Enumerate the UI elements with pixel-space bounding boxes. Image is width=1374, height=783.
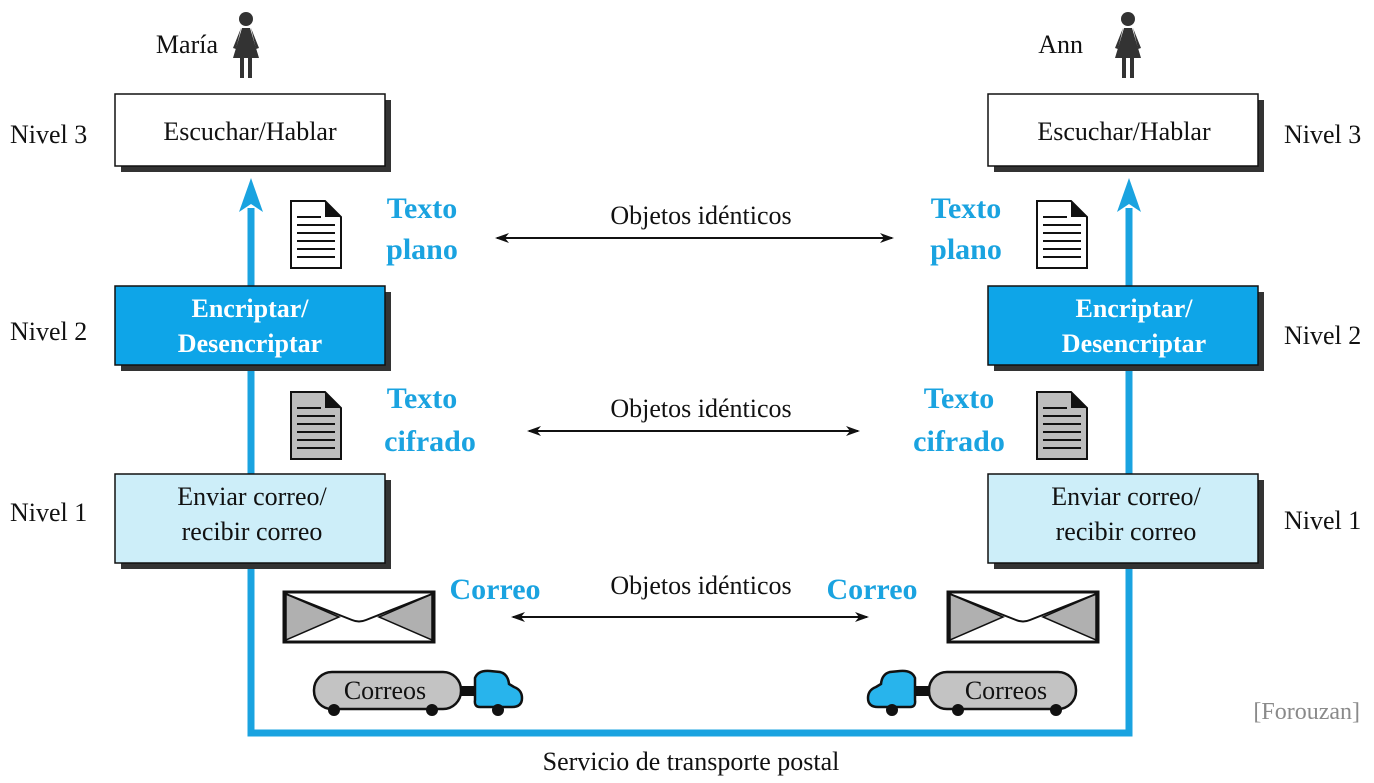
person-icon <box>1115 12 1141 78</box>
left-person-name: María <box>156 30 219 59</box>
person-icon <box>233 12 259 78</box>
document-icon <box>290 200 342 269</box>
right-level2-label: Nivel 2 <box>1284 321 1361 350</box>
identical-objects-label-bottom: Objetos idénticos <box>610 571 791 600</box>
right-level2-box <box>987 285 1259 366</box>
left-mail-label: Correo <box>449 573 540 606</box>
postal-transport-path <box>239 178 1141 737</box>
left-level3-label: Nivel 3 <box>10 120 87 149</box>
right-plaintext-line1: Texto <box>931 192 1002 225</box>
right-level1-line2: recibir correo <box>1056 517 1197 546</box>
left-ciphertext-line2: cifrado <box>384 425 476 458</box>
right-person-name: Ann <box>1038 30 1083 59</box>
envelope-icon <box>946 590 1100 644</box>
envelope-icon <box>282 590 436 644</box>
right-mail-label: Correo <box>826 573 917 606</box>
left-level2-line1: Encriptar/ <box>192 294 310 323</box>
upward-arrow-head-left <box>239 178 263 212</box>
left-level3-text: Escuchar/Hablar <box>163 117 337 146</box>
left-level2-box <box>114 285 386 366</box>
left-level1-line2: recibir correo <box>182 517 323 546</box>
right-ciphertext-line2: cifrado <box>913 425 1005 458</box>
document-icon <box>1036 200 1088 269</box>
left-level1-label: Nivel 1 <box>10 498 87 527</box>
cipher-document-icon <box>290 391 342 460</box>
postal-service-label: Servicio de transporte postal <box>543 747 840 776</box>
left-truck-label: Correos <box>344 676 426 705</box>
right-level2-line1: Encriptar/ <box>1076 294 1194 323</box>
credit-label: [Forouzan] <box>1253 699 1360 725</box>
left-level1-line1: Enviar correo/ <box>177 482 327 511</box>
right-level1-label: Nivel 1 <box>1284 506 1361 535</box>
truck-icon <box>312 669 524 716</box>
upward-arrow-head-right <box>1117 178 1141 212</box>
left-level2-line2: Desencriptar <box>178 329 322 358</box>
left-level2-label: Nivel 2 <box>10 317 87 346</box>
right-plaintext-line2: plano <box>930 233 1002 266</box>
right-level1-line1: Enviar correo/ <box>1051 482 1201 511</box>
truck-icon <box>866 669 1078 716</box>
right-level3-box <box>987 93 1259 167</box>
left-plaintext-line2: plano <box>386 233 458 266</box>
right-level2-line2: Desencriptar <box>1062 329 1206 358</box>
right-level3-text: Escuchar/Hablar <box>1037 117 1211 146</box>
identical-objects-label-middle: Objetos idénticos <box>610 394 791 423</box>
left-level1-box <box>114 473 386 564</box>
right-level1-box <box>987 473 1259 564</box>
cipher-document-icon <box>1036 391 1088 460</box>
right-level3-label: Nivel 3 <box>1284 120 1361 149</box>
left-level3-box <box>114 93 386 167</box>
left-ciphertext-line1: Texto <box>387 382 458 415</box>
right-truck-label: Correos <box>965 676 1047 705</box>
left-plaintext-line1: Texto <box>387 192 458 225</box>
right-ciphertext-line1: Texto <box>924 382 995 415</box>
identical-objects-label-top: Objetos idénticos <box>610 201 791 230</box>
